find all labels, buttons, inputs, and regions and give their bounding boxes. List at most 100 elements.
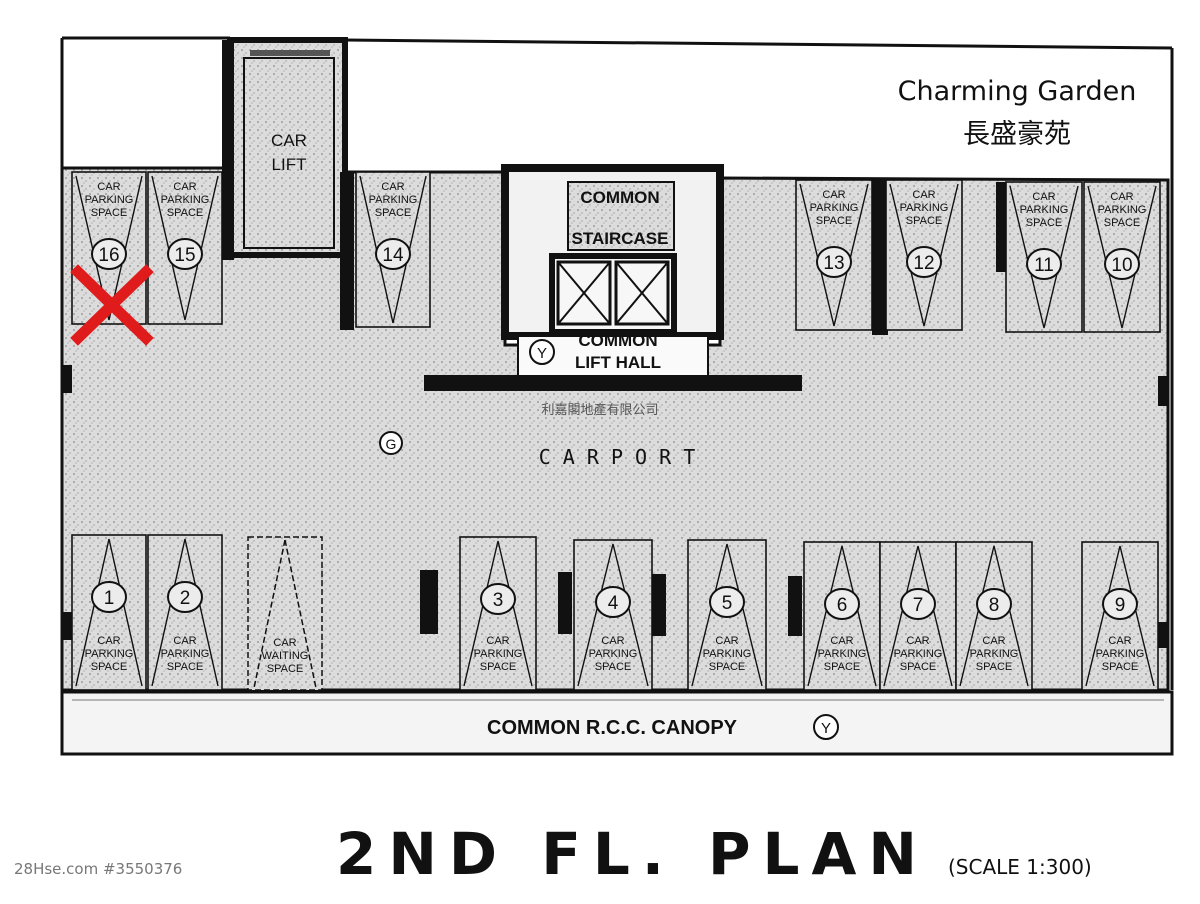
space-15-label-3: SPACE xyxy=(167,207,203,219)
outline-top-wall-right xyxy=(344,38,1173,50)
space-9-label-1: CAR xyxy=(1108,635,1131,647)
space-3-label-2: PARKING xyxy=(474,648,523,660)
space-8-number-circle xyxy=(976,588,1012,620)
space-9-number-circle xyxy=(1102,588,1138,620)
space-7-label-3: SPACE xyxy=(900,661,936,673)
car-waiting-space xyxy=(247,536,323,691)
walls xyxy=(62,40,1168,648)
space-1-number: 1 xyxy=(104,588,115,609)
space-16-label-1: CAR xyxy=(97,181,120,193)
g-marker xyxy=(379,431,403,455)
space-5-label-2: PARKING xyxy=(703,648,752,660)
space-4-label-1: CAR xyxy=(601,635,624,647)
space-2-label-3: SPACE xyxy=(167,661,203,673)
space-2-label-2: PARKING xyxy=(161,648,210,660)
space-5-number-circle xyxy=(709,586,745,618)
y-marker-canopy-label: Y xyxy=(821,720,831,737)
watermark: 28Hse.com #3550376 xyxy=(14,860,183,878)
space-1-number-circle xyxy=(91,581,127,613)
car-lift xyxy=(227,37,348,258)
space-10-number: 10 xyxy=(1111,255,1132,276)
car-lift-label-1: CAR xyxy=(271,131,307,150)
space-5-label-1: CAR xyxy=(715,635,738,647)
space-15-number: 15 xyxy=(174,245,195,266)
space-15-number-circle xyxy=(167,238,203,270)
canopy-label: COMMON R.C.C. CANOPY xyxy=(487,717,738,739)
waiting-label-1: CAR xyxy=(273,637,296,649)
space-12-number: 12 xyxy=(913,253,934,274)
space-10-label-2: PARKING xyxy=(1098,204,1147,216)
space-14-number: 14 xyxy=(382,245,404,266)
space-12-label-1: CAR xyxy=(912,189,935,201)
staircase-label-2: STAIRCASE xyxy=(572,229,669,248)
space-4-number-circle xyxy=(595,586,631,618)
space-13-label-3: SPACE xyxy=(816,215,852,227)
space-4-number: 4 xyxy=(608,593,619,614)
lift-hall-label-2: LIFT HALL xyxy=(575,353,661,372)
y-marker-lift-hall-label: Y xyxy=(537,345,547,362)
bottom-parking-spaces: CARPARKINGSPACE1CARPARKINGSPACE2CARPARKI… xyxy=(71,534,1159,691)
plan-title: 2ND FL. PLAN xyxy=(336,820,929,888)
space-8-label-2: PARKING xyxy=(970,648,1019,660)
space-10-label-1: CAR xyxy=(1110,191,1133,203)
space-2-number-circle xyxy=(167,581,203,613)
space-16-number-circle xyxy=(91,238,127,270)
car-lift-label-2: LIFT xyxy=(272,155,307,174)
g-marker-label: G xyxy=(386,436,397,452)
space-3-label-1: CAR xyxy=(486,635,509,647)
space-16-number: 16 xyxy=(98,245,119,266)
space-13-label-2: PARKING xyxy=(810,202,859,214)
space-14-label-2: PARKING xyxy=(369,194,418,206)
space-16-label-3: SPACE xyxy=(91,207,127,219)
staircase-label-1: COMMON xyxy=(580,188,659,207)
space-3-number-circle xyxy=(480,583,516,615)
space-15-label-2: PARKING xyxy=(161,194,210,206)
space-12-label-3: SPACE xyxy=(906,215,942,227)
space-8-label-3: SPACE xyxy=(976,661,1012,673)
space-8-label-1: CAR xyxy=(982,635,1005,647)
space-11-label-2: PARKING xyxy=(1020,204,1069,216)
y-marker-canopy xyxy=(813,714,839,740)
space-7-number: 7 xyxy=(913,595,924,616)
space-15-label-1: CAR xyxy=(173,181,196,193)
space-16-label-2: PARKING xyxy=(85,194,134,206)
y-marker-lift-hall xyxy=(529,339,555,365)
space-10-number-circle xyxy=(1104,248,1140,280)
space-8-number: 8 xyxy=(989,595,1000,616)
agent-mark: 利嘉閣地產有限公司 xyxy=(541,402,658,418)
plan-scale: (SCALE 1:300) xyxy=(948,855,1092,879)
space-7-number-circle xyxy=(900,588,936,620)
space-1-label-3: SPACE xyxy=(91,661,127,673)
space-6-number-circle xyxy=(824,588,860,620)
space-13-label-1: CAR xyxy=(822,189,845,201)
space-6-label-2: PARKING xyxy=(818,648,867,660)
space-2-label-1: CAR xyxy=(173,635,196,647)
space-11-number-circle xyxy=(1026,248,1062,280)
space-14-label-3: SPACE xyxy=(375,207,411,219)
space-6-number: 6 xyxy=(837,595,848,616)
space-11-label-3: SPACE xyxy=(1026,217,1062,229)
crossed-out-mark xyxy=(70,264,154,346)
space-7-label-1: CAR xyxy=(906,635,929,647)
space-13-number: 13 xyxy=(823,253,844,274)
space-9-label-2: PARKING xyxy=(1096,648,1145,660)
space-7-label-2: PARKING xyxy=(894,648,943,660)
space-9-label-3: SPACE xyxy=(1102,661,1138,673)
space-3-number: 3 xyxy=(493,590,504,611)
waiting-label-3: SPACE xyxy=(267,663,303,675)
top-parking-spaces: CARPARKINGSPACE16CARPARKINGSPACE15CARPAR… xyxy=(71,171,1161,333)
building-name-zh: 長盛豪苑 xyxy=(963,119,1071,150)
space-11-label-1: CAR xyxy=(1032,191,1055,203)
